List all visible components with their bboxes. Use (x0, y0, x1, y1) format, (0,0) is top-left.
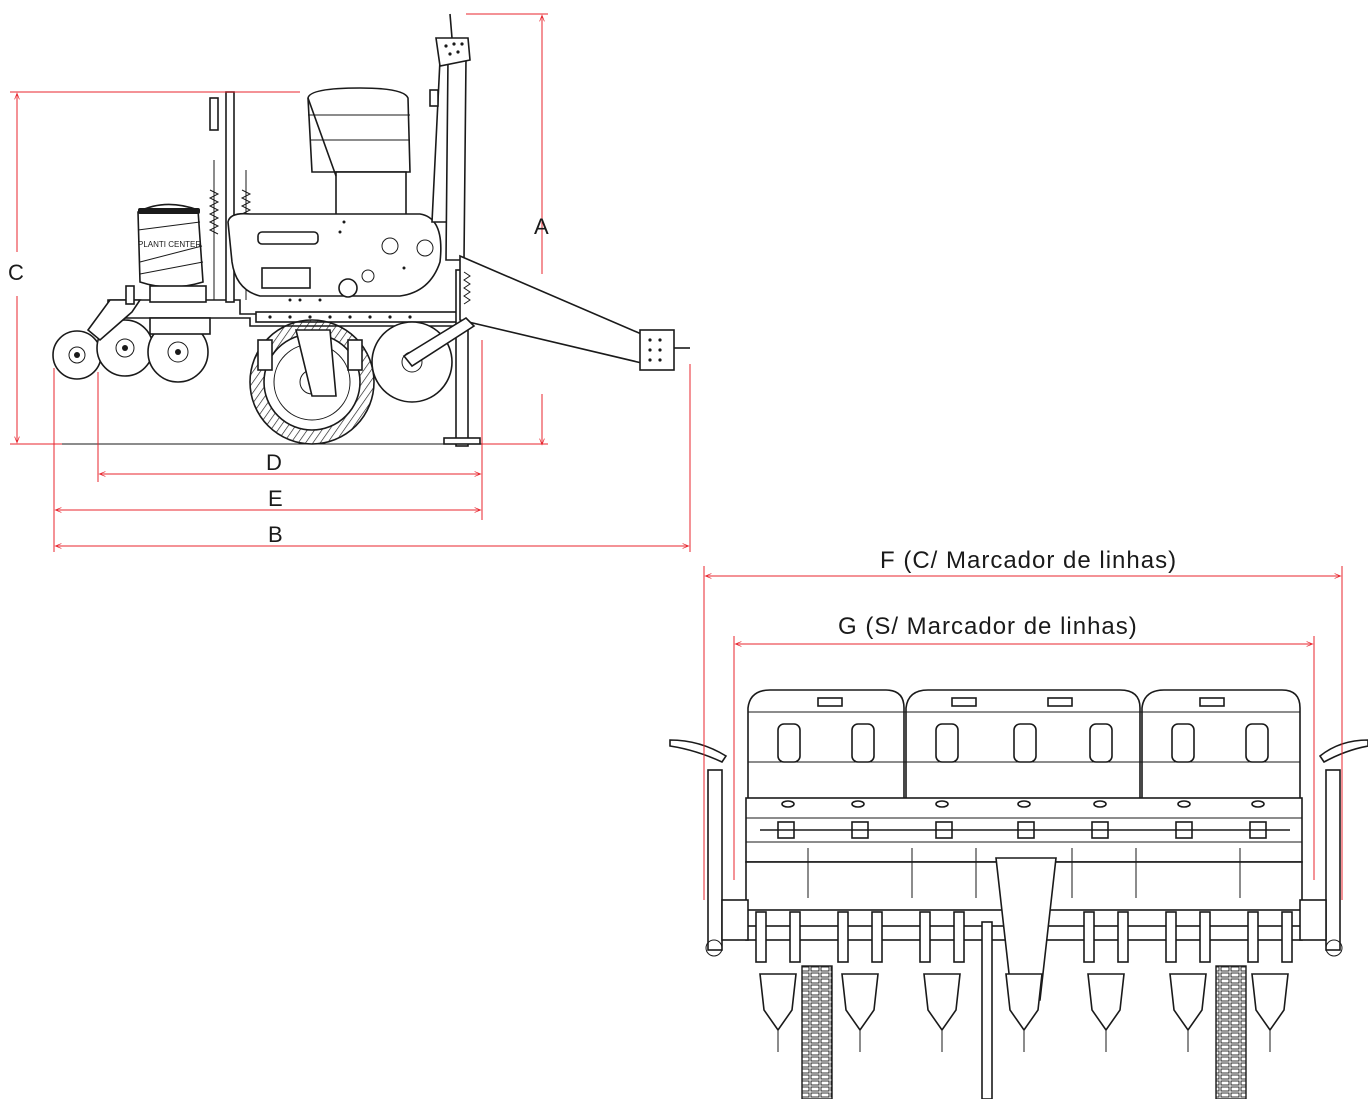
dim-label-d: D (266, 450, 282, 475)
front-view (669, 689, 1368, 1099)
side-view: PLANTI CENTER (52, 13, 690, 447)
drive-tyre (249, 319, 375, 445)
front-coulter (371, 316, 476, 403)
front-metering-beam (745, 797, 1303, 863)
front-row-units (755, 911, 1293, 1099)
dim-label-b: B (268, 522, 283, 547)
front-view-dimensions: F (C/ Marcador de linhas) G (S/ Marcador… (703, 547, 1343, 900)
dim-label-e: E (268, 486, 283, 511)
dim-label-a: A (534, 214, 549, 239)
dim-label-c: C (8, 260, 24, 285)
seed-hopper (307, 87, 411, 223)
dim-label-g: G (S/ Marcador de linhas) (838, 613, 1138, 640)
drawbar (459, 254, 690, 371)
meter-body (227, 212, 442, 302)
row-markers (669, 739, 1368, 957)
rear-press-wheels (52, 285, 211, 383)
front-tower (429, 13, 481, 447)
front-hoppers (747, 689, 1301, 801)
hopper-brand-label: PLANTI CENTER (138, 240, 201, 249)
side-view-dimensions: A C D E B (8, 13, 691, 552)
fertilizer-hopper: PLANTI CENTER (137, 203, 207, 303)
dim-label-f: F (C/ Marcador de linhas) (880, 547, 1177, 574)
